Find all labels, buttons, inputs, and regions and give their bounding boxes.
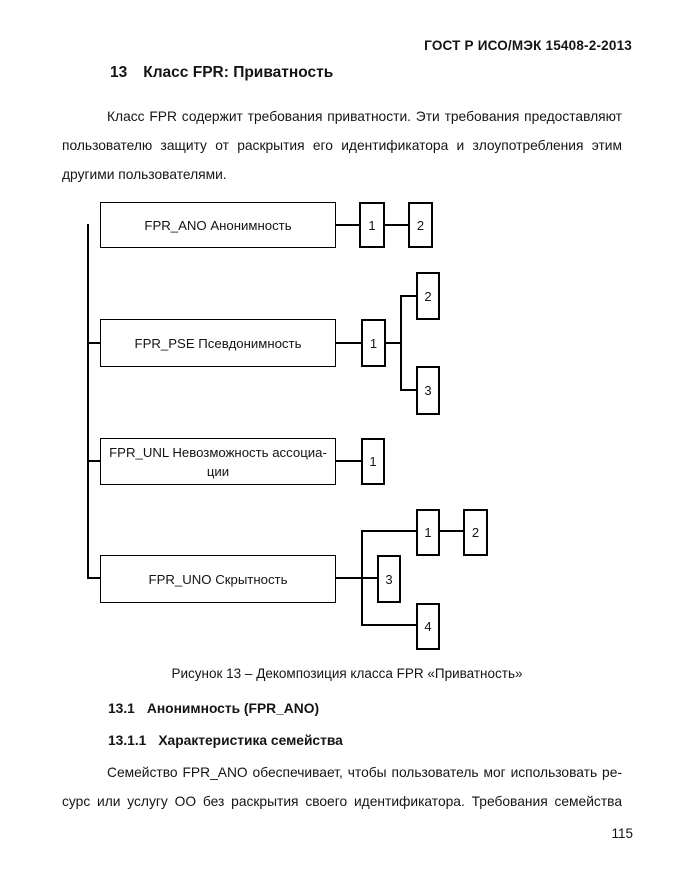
connector-line (361, 530, 363, 626)
family-box-fpr-uno: FPR_UNO Скрытность (100, 555, 336, 603)
component-box-uno-3: 3 (377, 555, 401, 603)
component-box-ano-1: 1 (359, 202, 385, 248)
component-box-pse-1: 1 (361, 319, 386, 367)
component-number: 3 (424, 383, 432, 398)
subsection-heading: 13.1 Анонимность (FPR_ANO) (108, 701, 319, 716)
section-heading: 13 Класс FPR: Приватность (110, 64, 333, 82)
family-label: FPR_UNL Невозможность ассоциа- (109, 444, 327, 460)
family-box-fpr-unl: FPR_UNL Невозможность ассоциа- ции (100, 438, 336, 485)
component-box-ano-2: 2 (408, 202, 433, 248)
component-box-unl-1: 1 (361, 438, 385, 485)
section-title: Класс FPR: Приватность (143, 64, 334, 81)
subsubsection-title: Характеристика семейства (158, 733, 343, 748)
intro-paragraph: Класс FPR содержит требования приватност… (62, 102, 622, 189)
component-box-uno-4: 4 (416, 603, 440, 650)
body-paragraph: Семейство FPR_ANO обеспечивает, чтобы по… (62, 758, 622, 816)
connector-line (88, 342, 100, 344)
connector-line (361, 530, 416, 532)
component-box-uno-2: 2 (463, 509, 488, 556)
family-box-fpr-ano: FPR_ANO Анонимность (100, 202, 336, 248)
section-number: 13 (110, 64, 128, 81)
component-number: 2 (424, 288, 432, 304)
figure-caption: Рисунок 13 – Декомпозиция класса FPR «Пр… (171, 666, 523, 681)
paragraph-line: сурс или услугу ОО без раскрытия своего … (62, 794, 622, 809)
paragraph-line: другими пользователями. (62, 167, 227, 182)
component-box-uno-1: 1 (416, 509, 440, 556)
connector-line (400, 389, 416, 391)
connector-line (87, 577, 100, 579)
component-number: 2 (471, 525, 480, 540)
connector-line (386, 342, 402, 344)
component-number: 1 (368, 217, 376, 233)
connector-line (336, 577, 377, 579)
component-number: 2 (416, 217, 425, 233)
component-number: 4 (424, 619, 432, 634)
spine-line (87, 224, 89, 579)
page-number: 115 (611, 826, 633, 841)
connector-line (336, 342, 361, 344)
component-number: 1 (369, 335, 378, 351)
family-label: ции (206, 463, 230, 479)
family-label: FPR_UNO Скрытность (148, 571, 288, 587)
connector-line (336, 224, 359, 226)
family-box-fpr-pse: FPR_PSE Псевдонимность (100, 319, 336, 367)
connector-line (361, 624, 416, 626)
component-number: 1 (424, 525, 432, 540)
component-number: 1 (369, 454, 377, 469)
connector-line (400, 295, 416, 297)
family-label: FPR_ANO Анонимность (144, 217, 292, 233)
document-code-header: ГОСТ Р ИСО/МЭК 15408-2-2013 (424, 38, 632, 53)
connector-line (400, 295, 402, 391)
component-box-pse-3: 3 (416, 366, 440, 415)
component-box-pse-2: 2 (416, 272, 440, 320)
paragraph-line: пользователю защиту от раскрытия его иде… (62, 138, 622, 153)
subsection-title: Анонимность (FPR_ANO) (146, 701, 320, 716)
connector-line (440, 530, 463, 532)
subsubsection-heading: 13.1.1 Характеристика семейства (108, 733, 343, 748)
connector-line (385, 224, 408, 226)
subsection-number: 13.1 (108, 701, 135, 716)
component-number: 3 (385, 571, 393, 587)
connector-line (88, 460, 100, 462)
paragraph-line: Семейство FPR_ANO обеспечивает, чтобы по… (107, 765, 622, 780)
connector-line (336, 460, 361, 462)
family-label: FPR_PSE Псевдонимность (134, 335, 302, 351)
subsubsection-number: 13.1.1 (108, 733, 147, 748)
paragraph-line: Класс FPR содержит требования приватност… (107, 109, 622, 124)
